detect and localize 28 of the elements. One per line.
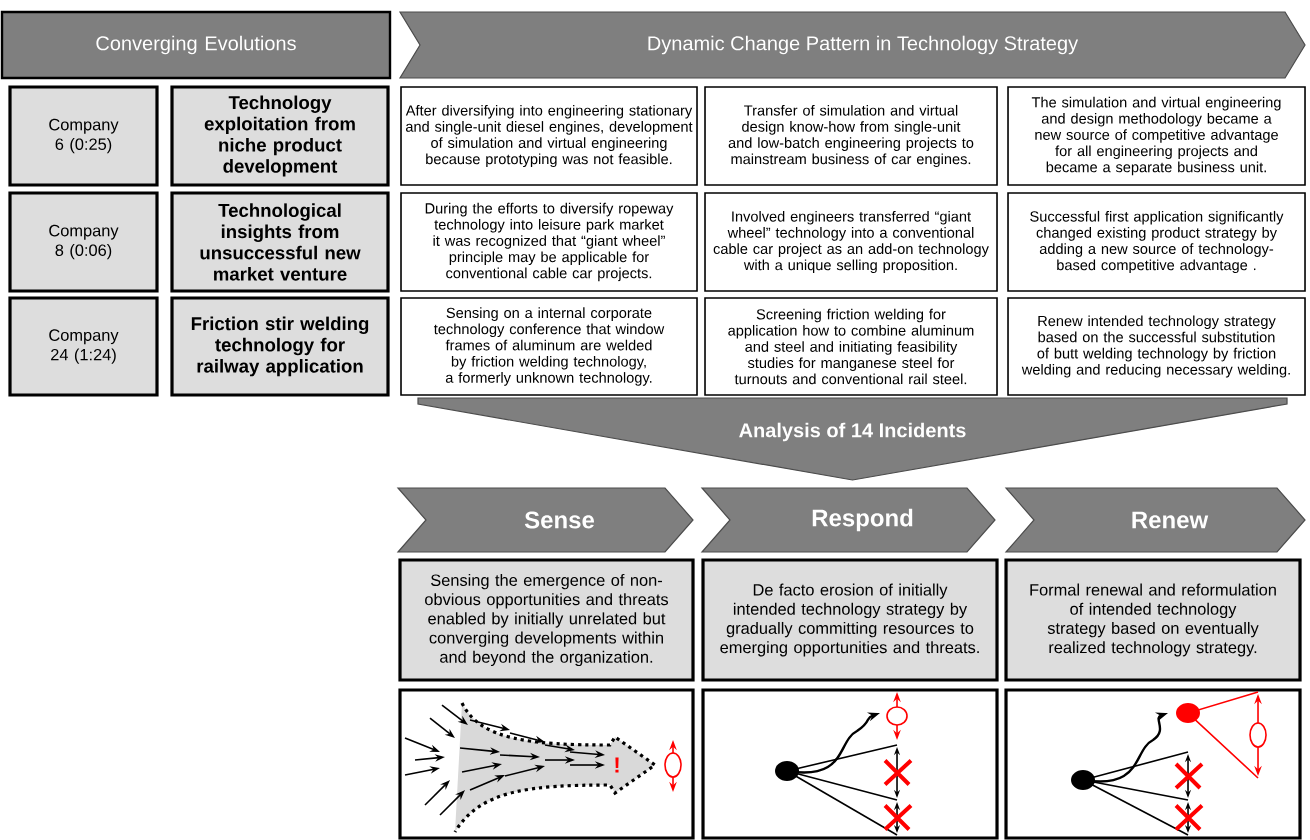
sense-drawing [398,688,695,840]
summary-banner: Analysis of 14 Incidents [417,397,1288,481]
respond-drawing [701,688,999,840]
text-cell: The simulation and virtual engineering and design methodology became a new source of competitive advantage for all engineering projects and became a separate business unit. [1007,86,1306,186]
header-banner: Dynamic Change Pattern in Technology Strategy [398,11,1306,79]
case-box: Company 24 (1:24) [8,296,159,397]
text-cell: Renew intended technology strategy based on the successful substitution of butt welding technology by friction welding and reducing necessary welding. [1007,297,1306,396]
step-banner: Sense [396,487,694,553]
text-cell: Transfer of simulation and virtual design know-how from single-unit and low-batch engineering projects to mainstream business of car engines. [704,86,998,186]
step-banner: Respond [700,487,996,553]
case-box: Company 8 (0:06) [8,191,159,293]
description-box: De facto erosion of initially intended technology strategy by gradually committing resources to emerging opportunities and threats. [701,558,999,682]
step-banner: Renew [1004,487,1306,553]
text-cell: Involved engineers transferred “giant wheel” technology into a conventional cable car project as an add-on technology with a unique selling proposition. [704,192,998,292]
header-banner: Converging Evolutions [0,10,392,80]
renew-drawing [1004,688,1302,840]
case-title-box: Friction stir welding technology for railway application [170,296,390,397]
text-cell: After diversifying into engineering stationary and single-unit diesel engines, development of simulation and virtual engineering because prototyping was not feasible. [400,86,698,186]
text-cell: Sensing on a internal corporate technology conference that window frames of aluminum are welded by friction welding technology, a formerly unknown technology. [400,297,698,396]
description-box: Sensing the emergence of non-obvious opportunities and threats enabled by initially unrelated but converging developments within and beyond the organization. [398,558,695,682]
description-box: Formal renewal and reformulation of intended technology strategy based on eventually realized technology strategy. [1004,558,1302,682]
case-title-box: Technology exploitation from niche product development [170,85,390,187]
exclamation-mark: ! [615,757,619,773]
case-box: Company 6 (0:25) [8,85,159,187]
text-cell: Successful first application significantly changed existing product strategy by adding a new source of technology-based competitive advantage . [1007,192,1306,292]
text-cell: Screening friction welding for application how to combine aluminum and steel and initiating feasibility studies for manganese steel for turnouts and conventional rail steel. [704,297,998,396]
text-cell: During the efforts to diversify ropeway technology into leisure park market it was recognized that “giant wheel” principle may be applicable for conventional cable car projects. [400,192,698,292]
case-title-box: Technological insights from unsuccessful new market venture [170,191,390,293]
